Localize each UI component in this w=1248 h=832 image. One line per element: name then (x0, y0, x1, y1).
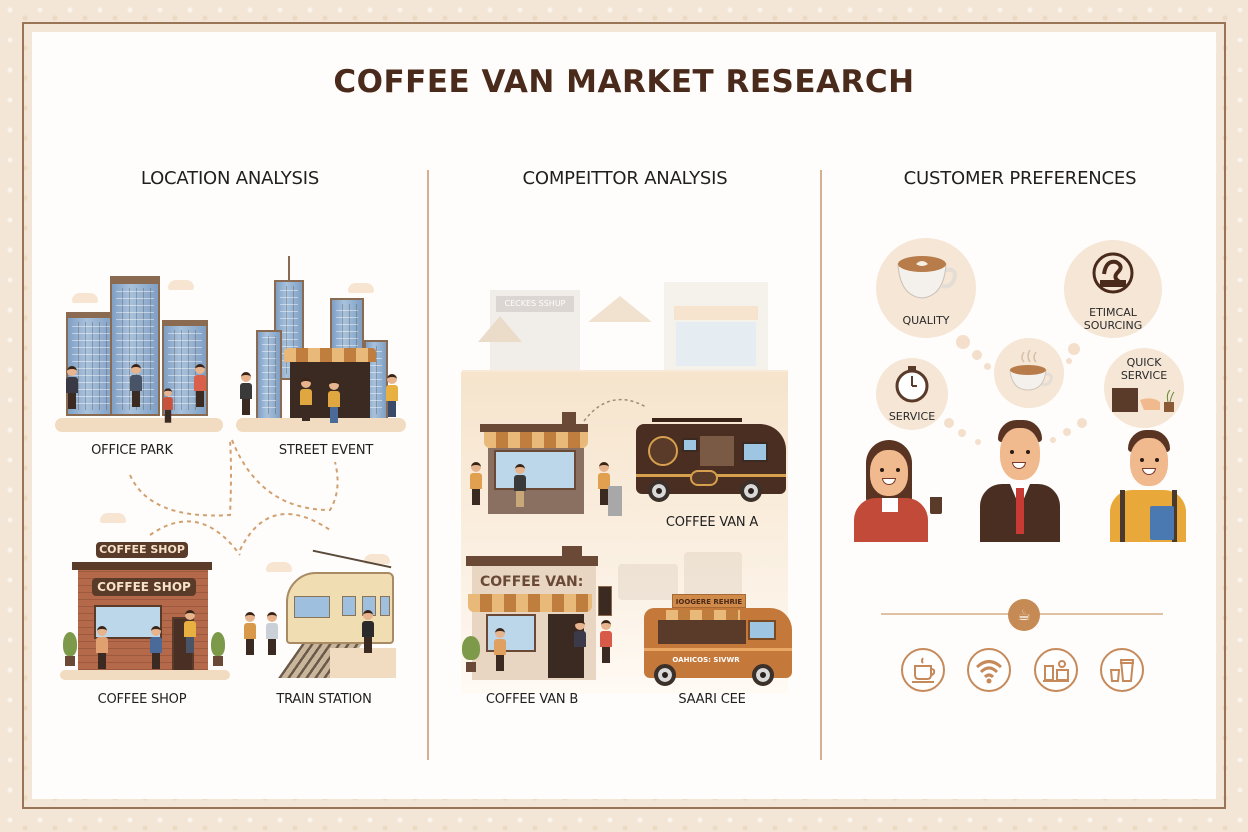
notebook-icon (1150, 506, 1174, 540)
coffee-shop-wall-sign: COFFEE SHOP (92, 578, 196, 596)
coffee-cup-icon (930, 494, 942, 514)
seating-area-icon (1034, 648, 1078, 692)
hand-payment-icon (1112, 388, 1175, 412)
frame-border (22, 22, 1226, 809)
coffee-shop-roof-sign: COFFEE SHOP (96, 542, 188, 558)
preference-coffee (994, 338, 1064, 408)
takeaway-cups-icon (1100, 648, 1144, 692)
dashed-route-lines (129, 439, 339, 556)
dashed-arrow (583, 398, 647, 422)
competitor-label-coffee-van-b: COFFEE VAN B (485, 692, 579, 707)
latte-cup-icon (897, 256, 957, 299)
preference-ethical-sourcing: ETIMCAL SOURCING (1064, 240, 1162, 338)
preference-service: SERVICE (876, 358, 948, 430)
avatar-student-customer (1110, 430, 1190, 542)
orange-van-top-sign: IOOGERE REHRIE (672, 594, 746, 608)
location-label-office-park: OFFICE PARK (91, 443, 173, 458)
avatar-businessman-customer (976, 420, 1064, 542)
fairtrade-seal-icon (1092, 252, 1134, 294)
page-title: COFFEE VAN MARKET RESEARCH (333, 64, 915, 100)
column-divider (820, 170, 822, 760)
heading-location-analysis: LOCATION ANALYSIS (140, 168, 320, 189)
orange-van-side-text: OAHICOS: SIVWR (672, 656, 740, 664)
location-label-train-station: TRAIN STATION (276, 692, 372, 707)
timeline-coffee-icon: ☕ (1008, 599, 1040, 631)
wifi-icon (967, 648, 1011, 692)
avatar-woman-customer (854, 440, 942, 542)
location-label-coffee-shop: COFFEE SHOP (97, 692, 187, 707)
hot-coffee-icon (901, 648, 945, 692)
column-divider (427, 170, 429, 760)
heading-customer-preferences: CUSTOMER PREFERENCES (903, 168, 1137, 189)
stopwatch-icon (895, 366, 929, 403)
competitor-label-coffee-van-a: COFFEE VAN A (665, 515, 759, 530)
preference-quality: QUALITY (876, 238, 976, 338)
location-label-street-event: STREET EVENT (278, 443, 374, 458)
heading-competitor-analysis: COMPEITTOR ANALYSIS (522, 168, 728, 189)
preference-quick-service: QUICK SERVICE (1104, 348, 1184, 428)
steaming-cup-icon (1009, 349, 1053, 391)
competitor-label-saari-cee: SAARI CEE (678, 692, 746, 707)
coffee-van-b-sign: COFFEE VAN: (480, 574, 584, 590)
